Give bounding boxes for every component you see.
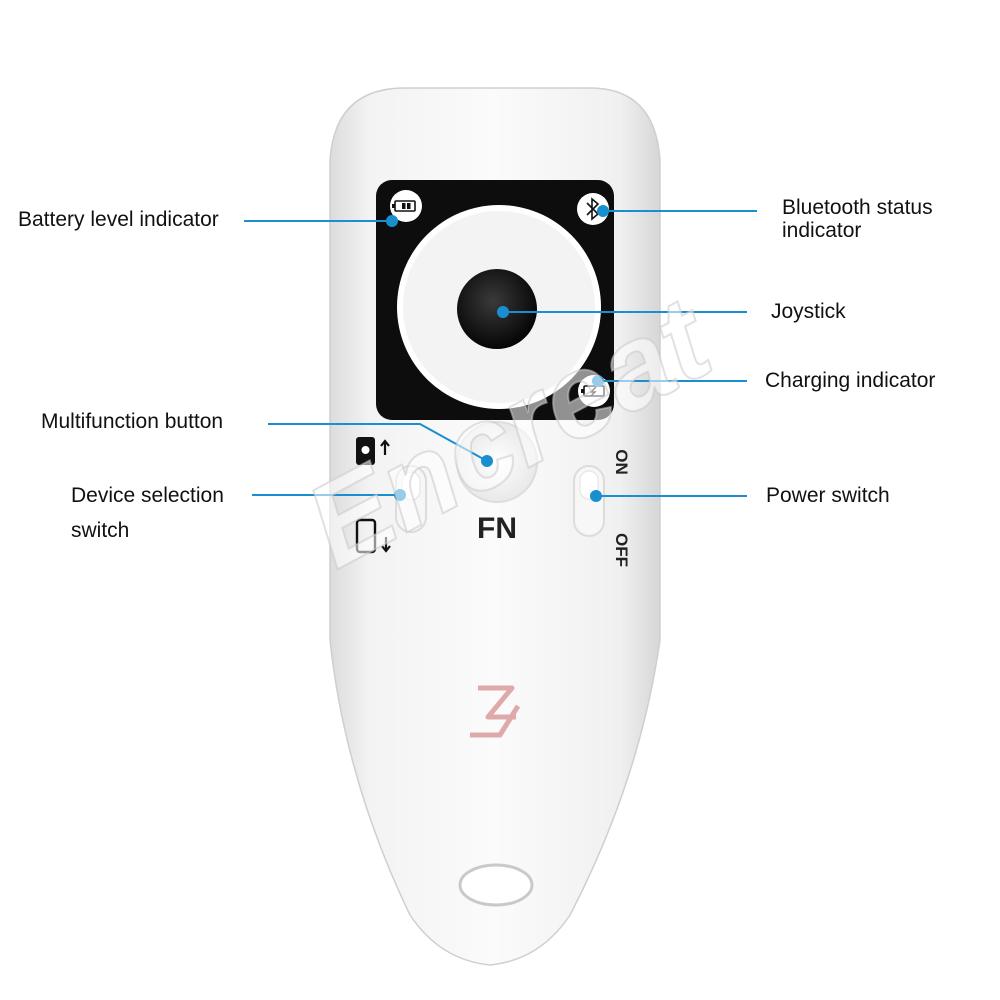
- joystick[interactable]: [457, 269, 537, 349]
- fn-label: FN: [477, 512, 517, 545]
- charging-label: Charging indicator: [765, 369, 936, 392]
- multifunction-leader: [268, 423, 488, 462]
- phone-camera-icon: [356, 437, 390, 465]
- power-switch-label: Power switch: [766, 484, 890, 507]
- device-selection-label-line2: switch: [71, 519, 130, 542]
- multifunction-label: Multifunction button: [41, 410, 224, 433]
- power-switch[interactable]: [573, 465, 605, 537]
- phone-icon: [355, 518, 391, 554]
- device-selection-label-line1: Device selection: [71, 484, 224, 507]
- off-label: OFF: [612, 533, 631, 567]
- battery-icon: [390, 190, 422, 222]
- device-selection-switch[interactable]: [395, 465, 427, 533]
- brand-logo-icon: [470, 685, 521, 738]
- multifunction-button[interactable]: [456, 421, 538, 503]
- battery-label: Battery level indicator: [18, 208, 219, 231]
- on-label: ON: [612, 449, 631, 475]
- bluetooth-label-line2: indicator: [782, 219, 862, 242]
- lanyard-hole: [458, 863, 534, 907]
- joystick-label: Joystick: [771, 300, 846, 323]
- leader-lines: [244, 205, 757, 502]
- bluetooth-label-line1: Bluetooth status: [782, 196, 933, 219]
- bluetooth-icon: [577, 193, 609, 225]
